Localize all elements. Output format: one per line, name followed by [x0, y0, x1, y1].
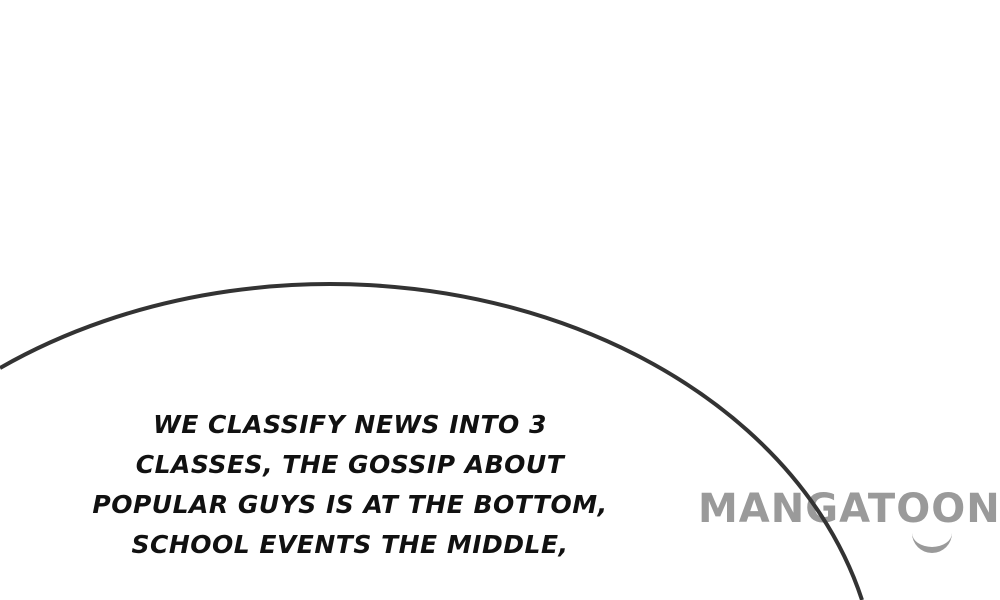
- speech-bubble-outline: [0, 282, 864, 600]
- speech-line: CLASSES, THE GOSSIP ABOUT: [135, 450, 565, 479]
- speech-line: WE CLASSIFY NEWS INTO 3: [153, 410, 547, 439]
- speech-line: POPULAR GUYS IS AT THE BOTTOM,: [92, 490, 608, 519]
- speech-line: SCHOOL EVENTS THE MIDDLE,: [131, 530, 569, 559]
- watermark-logo: MANGATOON: [698, 486, 1000, 532]
- watermark-smile-icon: [912, 533, 952, 553]
- watermark-text: MANGATOON: [698, 486, 1000, 532]
- speech-text: WE CLASSIFY NEWS INTO 3 CLASSES, THE GOS…: [50, 405, 650, 565]
